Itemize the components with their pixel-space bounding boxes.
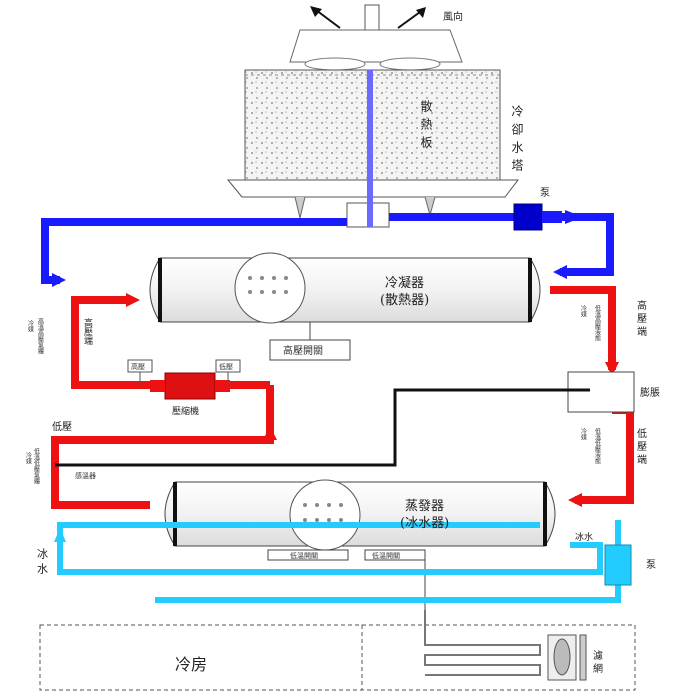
arrow-icon [52, 273, 66, 287]
expansion-valve-label: 膨脹 [640, 386, 660, 399]
control-line [55, 388, 590, 467]
small-note-left-d: 冷媒 [25, 451, 32, 465]
arrow-icon [263, 426, 277, 440]
arrow-icon [553, 265, 567, 279]
arrow-icon [416, 7, 426, 18]
refrigerant-loop [51, 286, 634, 509]
arrow-icon [605, 362, 619, 376]
sensor-left-label: 感溫器 [75, 471, 96, 480]
arrow-icon [54, 528, 66, 542]
cooling-water-loop [41, 70, 614, 287]
evaporator-label: 蒸發器 [405, 499, 444, 514]
small-note-left-a: 冷媒 [27, 319, 34, 333]
evaporator-tank [164, 479, 556, 610]
arrow-icon [126, 293, 140, 307]
wind-arrows [310, 6, 426, 29]
filter-label: 濾網 [591, 649, 603, 676]
cold-room [39, 610, 636, 691]
condenser-label: 冷凝器 [385, 275, 424, 291]
high-pressure-switch-label: 高壓開關 [283, 344, 323, 357]
gauge-right-label: 低壓 [219, 362, 233, 371]
arrow-icon [568, 493, 582, 507]
high-pressure-right-label: 高壓端 [635, 299, 647, 339]
temp-switch-left-label: 低溫開關 [290, 551, 318, 560]
small-note-right-c: 冷媒 [580, 427, 587, 441]
condenser-tank [149, 252, 541, 361]
pump-icon [513, 203, 543, 231]
high-pressure-left-label: 高壓端 [82, 317, 93, 346]
compressor-label: 壓縮機 [172, 405, 199, 417]
small-note-right-b: 低溫高壓液態 [594, 304, 601, 341]
temp-switch-right-label: 低溫開關 [372, 551, 400, 560]
wind-direction-label: 風向 [443, 10, 463, 23]
pump-right-label: 泵 [646, 559, 656, 571]
condenser-sub-label: (散熱器) [380, 293, 429, 308]
expansion-valve [567, 371, 635, 413]
ice-water-left-label: 冰水 [36, 548, 49, 578]
small-note-right-d: 低溫低壓液態 [594, 427, 601, 464]
evaporator-sub-label: (冰水器) [400, 516, 449, 531]
cooling-tower-label: 冷卻水塔 [510, 105, 524, 177]
cold-room-label: 冷房 [175, 655, 207, 674]
small-note-left-c: 低溫低壓氣體 [33, 447, 40, 485]
arrow-icon [565, 210, 583, 224]
low-pressure-left-label: 低壓 [52, 420, 72, 433]
pump-icon [604, 544, 632, 586]
small-note-right-a: 冷媒 [580, 304, 587, 318]
small-note-left-b: 高溫高壓氣體 [37, 317, 44, 355]
chilled-water-loop [54, 520, 632, 603]
ice-water-right-label: 冰水 [575, 531, 593, 543]
low-pressure-right-label: 低壓端 [635, 427, 647, 467]
arrow-icon [310, 6, 322, 17]
fill-media-label: 散熱板 [419, 99, 433, 154]
fan-icon [547, 634, 577, 681]
pump-top-label: 泵 [540, 187, 550, 199]
gauge-left-label: 高壓 [131, 362, 145, 371]
